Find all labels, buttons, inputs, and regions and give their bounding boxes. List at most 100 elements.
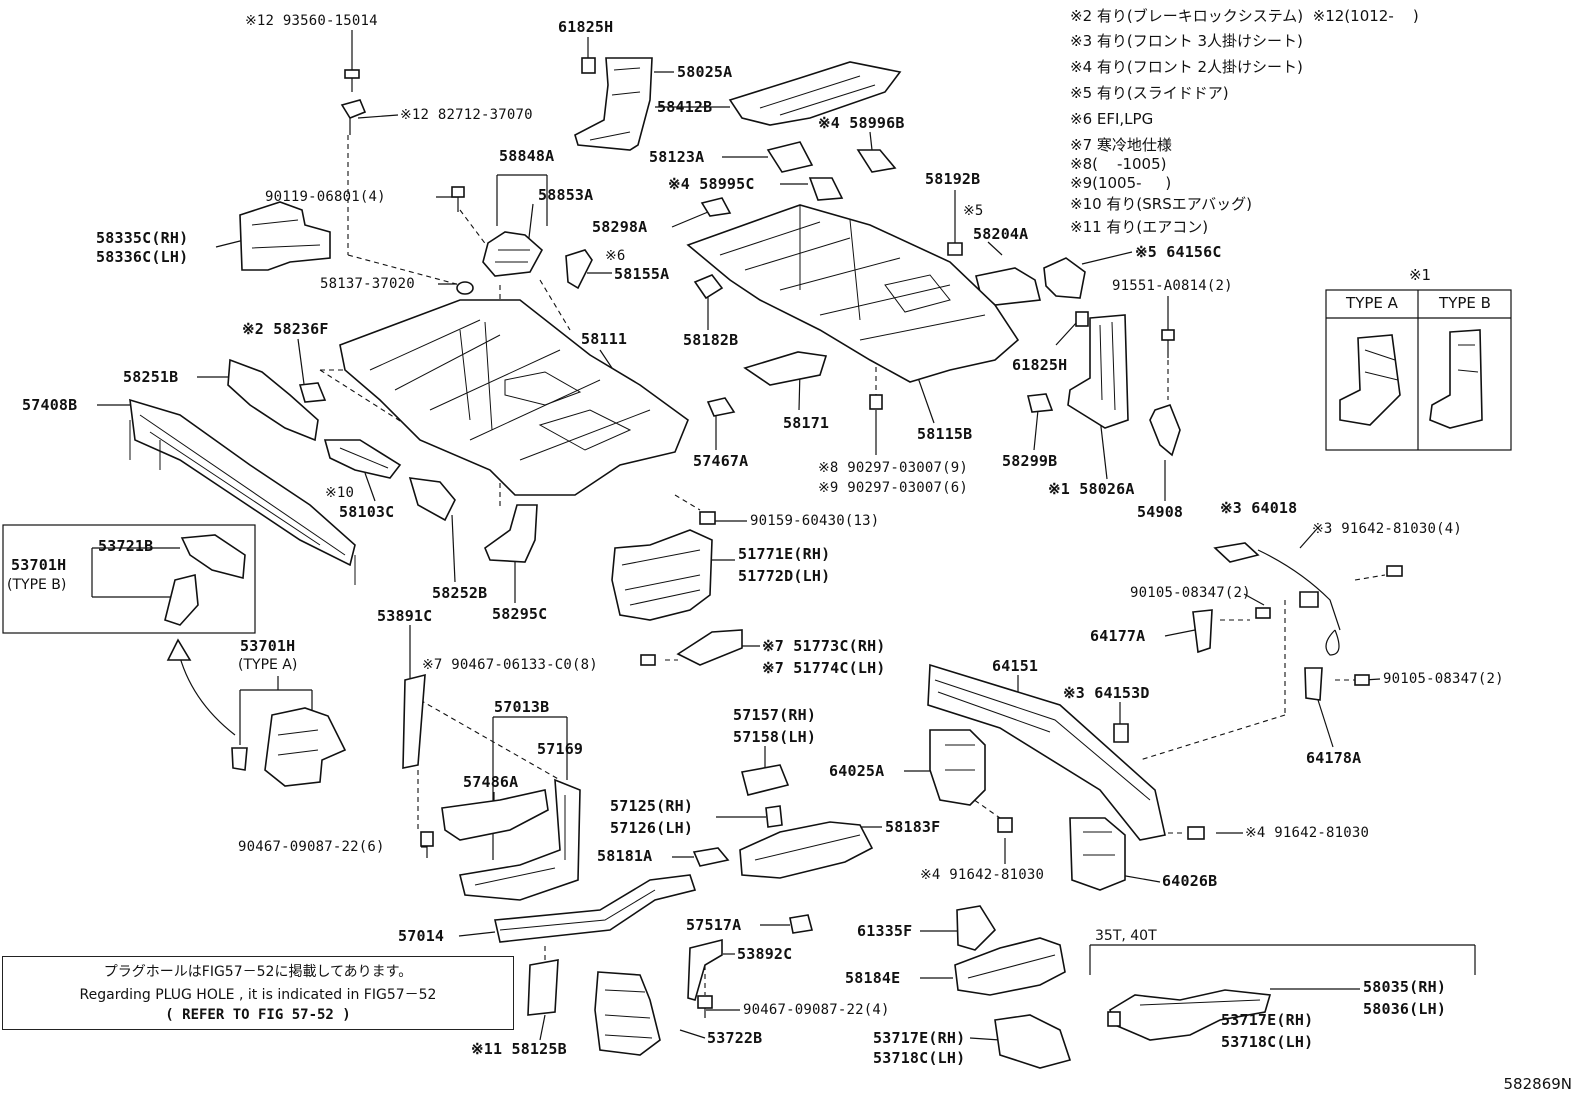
part-label: ※12 82712-37070 <box>400 107 533 123</box>
part-label: 61825H <box>558 18 614 36</box>
footnote-4: ※4 有り(フロント 2人掛けシート) <box>1070 58 1303 76</box>
part-label: 57125(RH) <box>610 797 694 815</box>
bolt-91551-a0814 <box>1161 329 1175 358</box>
figure-code: 582869N <box>1503 1075 1572 1093</box>
part-58025a <box>574 57 653 151</box>
part-51771e-step <box>611 529 713 621</box>
footnote-6: ※6 EFI,LPG <box>1070 110 1154 128</box>
part-label: 54908 <box>1137 503 1184 521</box>
part-53701h-type-a <box>264 707 347 787</box>
part-58853a <box>482 231 544 277</box>
part-label: ※2 58236F <box>242 320 329 338</box>
part-64018 <box>1213 542 1341 656</box>
part-label: 58103C <box>339 503 395 521</box>
part-label: 58299B <box>1002 452 1058 470</box>
part-label: 58123A <box>649 148 705 166</box>
part-label: 58336C(LH) <box>96 248 189 266</box>
bolt-90297-03007 <box>869 394 883 410</box>
part-label: ※1 58026A <box>1048 480 1135 498</box>
part-58236f <box>298 382 327 403</box>
part-label: 58137-37020 <box>320 276 415 292</box>
part-label: 53721B <box>98 537 154 555</box>
part-label: ※3 64018 <box>1220 499 1298 517</box>
part-58137-37020 <box>456 281 474 295</box>
part-label: 58025A <box>677 63 733 81</box>
part-53721b <box>180 534 246 580</box>
part-label: 58171 <box>783 414 830 432</box>
part-57517a <box>789 914 814 934</box>
bolt-90467-09087-center <box>697 995 713 1018</box>
part-label: 58335C(RH) <box>96 229 189 247</box>
part-label: 58035(RH) <box>1363 978 1447 996</box>
part-64153d <box>1113 723 1129 743</box>
part-64156c <box>1043 257 1086 299</box>
part-58123a <box>766 141 814 173</box>
part-58111-floor-pan <box>339 299 689 496</box>
part-label: ※8 90297-03007(9) <box>818 460 968 476</box>
inset-type-b-label: TYPE B <box>1439 294 1491 312</box>
part-label: 57169 <box>537 740 584 758</box>
part-label: 58184E <box>845 969 901 987</box>
part-label: ※3 91642-81030(4) <box>1312 521 1462 537</box>
part-label: 64177A <box>1090 627 1146 645</box>
bolt-90105-08347-left <box>1255 607 1271 619</box>
part-label: ※4 91642-81030 <box>1245 825 1370 841</box>
part-64178a <box>1304 667 1323 701</box>
part-label: ※5 <box>963 203 984 219</box>
footnote-10: ※10 有り(SRSエアバッグ) <box>1070 195 1252 213</box>
part-label: 61335F <box>857 922 913 940</box>
part-53892c <box>687 938 723 1001</box>
part-label: ※7 51774C(LH) <box>762 659 886 677</box>
part-58298a <box>700 197 732 217</box>
part-53717e-lower <box>994 1014 1072 1069</box>
part-label: 58848A <box>499 147 555 165</box>
footnote-2: ※2 有り(ブレーキロックシステム) ※12(1012- ) <box>1070 7 1419 25</box>
part-57125 <box>765 805 783 828</box>
part-53717e-35t40t <box>1107 989 1272 1041</box>
part-label: 90105-08347(2) <box>1383 671 1504 687</box>
part-label: 61825H <box>1012 356 1068 374</box>
part-label: 57126(LH) <box>610 819 694 837</box>
inset-type-comparison <box>1325 289 1512 451</box>
part-57486a <box>441 789 549 841</box>
part-label: ※4 91642-81030 <box>920 867 1045 883</box>
part-label: 57014 <box>398 927 445 945</box>
part-58171 <box>743 351 828 386</box>
part-58115b-floor-pan <box>686 204 1020 383</box>
part-label: 58036(LH) <box>1363 1000 1447 1018</box>
arrow-type-a-to-type-b <box>177 649 236 736</box>
type-b-inset-box <box>2 524 256 634</box>
part-label: 53717E(RH) <box>1221 1011 1314 1029</box>
part-61825h-lower <box>1075 311 1089 327</box>
part-label: 90119-06801(4) <box>265 189 386 205</box>
part-label: 58183F <box>885 818 941 836</box>
part-58995c <box>808 177 844 201</box>
part-label: 57486A <box>463 773 519 791</box>
inset-type-a-label: TYPE A <box>1346 294 1398 312</box>
variant-label: 35T, 40T <box>1095 928 1157 944</box>
part-57169 <box>459 778 581 901</box>
part-label: 58182B <box>683 331 739 349</box>
part-57408b <box>129 398 356 585</box>
part-label: 57467A <box>693 452 749 470</box>
part-label: 58295C <box>492 605 548 623</box>
part-label: 53718C(LH) <box>873 1049 966 1067</box>
part-label: ※6 <box>605 248 626 264</box>
part-label: 58204A <box>973 225 1029 243</box>
part-57467a <box>706 397 736 417</box>
variant-label: (TYPE A) <box>238 657 298 673</box>
plug-hole-note-en: Regarding PLUG HOLE , it is indicated in… <box>79 987 437 1003</box>
part-label: 53718C(LH) <box>1221 1033 1314 1051</box>
part-58252b <box>408 477 456 522</box>
part-51773c <box>676 629 743 666</box>
part-label: 90467-09087-22(4) <box>743 1002 890 1018</box>
part-label: 58115B <box>917 425 973 443</box>
part-54908 <box>1149 404 1181 457</box>
part-label: 57517A <box>686 916 742 934</box>
part-label: 53891C <box>377 607 433 625</box>
part-label: 58192B <box>925 170 981 188</box>
part-58155a <box>565 249 593 290</box>
part-58103c <box>323 439 402 479</box>
part-64151-crossmember <box>927 663 1166 841</box>
